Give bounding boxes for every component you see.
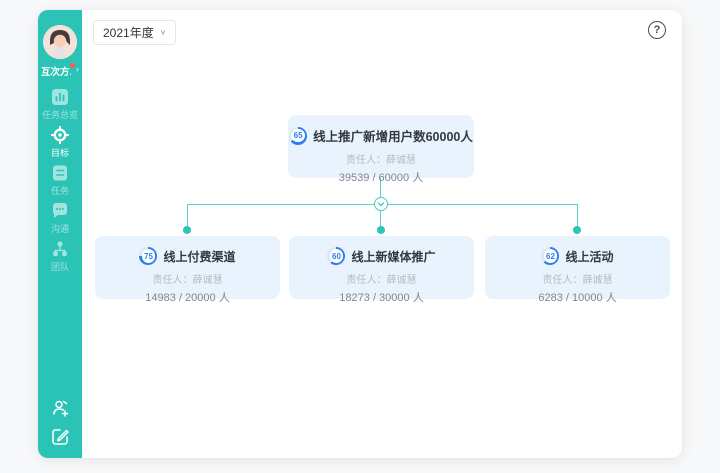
chevron-down-icon: ∨ (159, 28, 167, 37)
node-anchor-dot (183, 226, 191, 234)
sidebar-bottom (38, 398, 82, 446)
goal-card-child[interactable]: 75 线上付费渠道 责任人：薛诚慧 14983 / 20000 人 (95, 236, 280, 304)
year-selector-value: 2021年度 (103, 26, 154, 40)
goal-progress-stats: 6283 / 10000 人 (538, 292, 617, 304)
goal-title: 线上活动 (565, 249, 614, 264)
progress-value: 60 (329, 249, 344, 263)
collapse-toggle[interactable] (374, 197, 388, 211)
sidebar-item-tasks[interactable]: 任务 (42, 164, 78, 197)
progress-value: 62 (543, 249, 558, 263)
main-content: 2021年度 ∨ ? 65 线上推广新增用户数60000人 (82, 10, 682, 458)
goal-owner: 责任人：薛诚慧 (542, 275, 613, 286)
notification-dot (70, 63, 75, 68)
app-window: 互次方... › 任务总览 (38, 10, 682, 458)
invite-member-icon[interactable] (50, 398, 70, 418)
goal-progress-stats: 18273 / 30000 人 (339, 292, 424, 304)
sidebar-item-label: 沟通 (50, 224, 69, 234)
feedback-edit-icon[interactable] (51, 427, 70, 446)
goal-card-root[interactable]: 65 线上推广新增用户数60000人 责任人：薛诚慧 39539 / 60000… (288, 115, 474, 184)
year-selector-dropdown[interactable]: 2021年度 ∨ (93, 20, 177, 45)
goal-card-child[interactable]: 60 线上新媒体推广 责任人：薛诚慧 18273 / 30000 人 (289, 236, 474, 304)
chevron-right-icon: › (76, 64, 79, 74)
workspace-name: 互次方... (41, 67, 71, 78)
node-anchor-dot (377, 226, 385, 234)
progress-value: 65 (291, 128, 305, 143)
sidebar-nav: 任务总览 目标 (42, 88, 78, 273)
bar-chart-icon (51, 89, 68, 105)
goal-title: 线上新媒体推广 (351, 249, 436, 264)
sidebar-item-label: 任务总览 (41, 110, 78, 120)
question-mark-icon: ? (653, 24, 661, 36)
goal-progress-stats: 39539 / 60000 人 (338, 172, 424, 184)
progress-value: 75 (141, 249, 156, 263)
goal-owner: 责任人：薛诚慧 (346, 155, 416, 166)
goal-card-child[interactable]: 62 线上活动 责任人：薛诚慧 6283 / 10000 人 (485, 236, 670, 304)
chevron-down-icon (377, 202, 385, 207)
user-avatar[interactable] (43, 25, 77, 59)
connector-middle-line (380, 210, 381, 227)
team-icon (53, 241, 67, 257)
progress-ring: 65 (289, 126, 308, 145)
progress-ring: 60 (327, 247, 346, 265)
sidebar: 互次方... › 任务总览 (38, 10, 82, 458)
sidebar-item-label: 团队 (50, 262, 69, 272)
connector-root-line (380, 178, 381, 198)
sidebar-item-label: 任务 (50, 186, 69, 196)
sidebar-item-communication[interactable]: 沟通 (42, 202, 78, 235)
help-button[interactable]: ? (648, 21, 666, 39)
connector-left-line (187, 204, 188, 227)
progress-ring: 62 (541, 247, 560, 265)
task-list-icon (52, 165, 67, 181)
goal-owner: 责任人：薛诚慧 (152, 275, 223, 286)
goal-owner: 责任人：薛诚慧 (346, 275, 417, 286)
chat-icon (52, 203, 67, 218)
sidebar-item-label: 目标 (50, 148, 69, 158)
goal-title: 线上付费渠道 (163, 249, 236, 264)
goal-progress-stats: 14983 / 20000 人 (145, 292, 230, 304)
sidebar-item-goals[interactable]: 目标 (42, 126, 78, 159)
connector-right-line (577, 204, 578, 227)
target-icon (50, 126, 69, 144)
progress-ring: 75 (139, 247, 158, 265)
sidebar-item-overview[interactable]: 任务总览 (42, 88, 78, 121)
avatar-image (43, 25, 77, 59)
workspace-switcher[interactable]: 互次方... › (41, 63, 79, 78)
node-anchor-dot (573, 226, 581, 234)
sidebar-item-team[interactable]: 团队 (42, 240, 78, 273)
goal-title: 线上推广新增用户数60000人 (313, 130, 473, 144)
